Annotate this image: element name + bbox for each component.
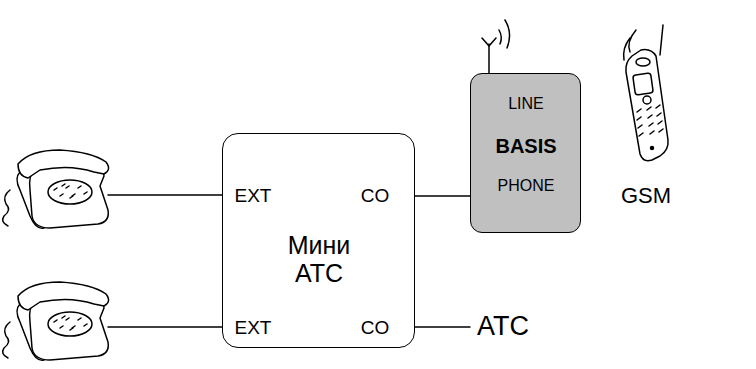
port-label: EXT [235, 318, 272, 339]
device-name: BASIS [495, 135, 556, 157]
port-label: PHONE [498, 177, 555, 195]
desk-phone [3, 282, 109, 360]
gsm-phone [624, 25, 669, 161]
port-label: EXT [235, 186, 272, 207]
desk-phone [3, 150, 109, 228]
port-label: CO [361, 318, 390, 339]
antenna [482, 20, 510, 73]
port-label: CO [361, 186, 390, 207]
connector [415, 195, 470, 197]
wire [415, 326, 470, 328]
box-title: Мини АТС [264, 232, 374, 287]
gsm-gateway-box: LINE BASIS PHONE [470, 73, 581, 233]
port-label: LINE [508, 95, 544, 113]
exchange-label: АТС [477, 312, 529, 342]
device-label: GSM [621, 184, 671, 208]
wire [108, 326, 222, 328]
wire [108, 194, 222, 196]
mini-pbx-box: EXT CO Мини АТС EXT CO [222, 133, 415, 348]
